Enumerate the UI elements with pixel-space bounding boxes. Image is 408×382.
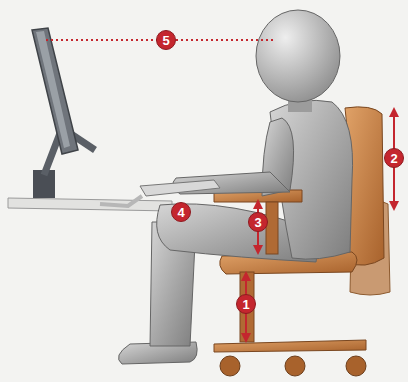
desk xyxy=(8,198,172,211)
wheel xyxy=(220,356,240,376)
callout-text: 2 xyxy=(390,152,397,165)
callout-text: 3 xyxy=(254,216,261,229)
head xyxy=(256,10,340,102)
chair-base xyxy=(214,340,366,352)
callout-text: 4 xyxy=(177,206,184,219)
callout-number: 5 xyxy=(156,30,176,50)
callout-number: 3 xyxy=(248,212,268,232)
callout-text: 1 xyxy=(242,298,249,311)
callout-number: 1 xyxy=(236,294,256,314)
callout-text: 5 xyxy=(162,34,169,47)
monitor xyxy=(32,28,78,154)
armrest-post xyxy=(266,202,278,254)
wheel xyxy=(285,356,305,376)
callout-number: 2 xyxy=(384,148,404,168)
monitor-screen xyxy=(36,31,70,148)
callout-number: 4 xyxy=(171,202,191,222)
keyboard xyxy=(140,180,220,196)
tray-arm xyxy=(100,196,142,206)
wheel xyxy=(346,356,366,376)
